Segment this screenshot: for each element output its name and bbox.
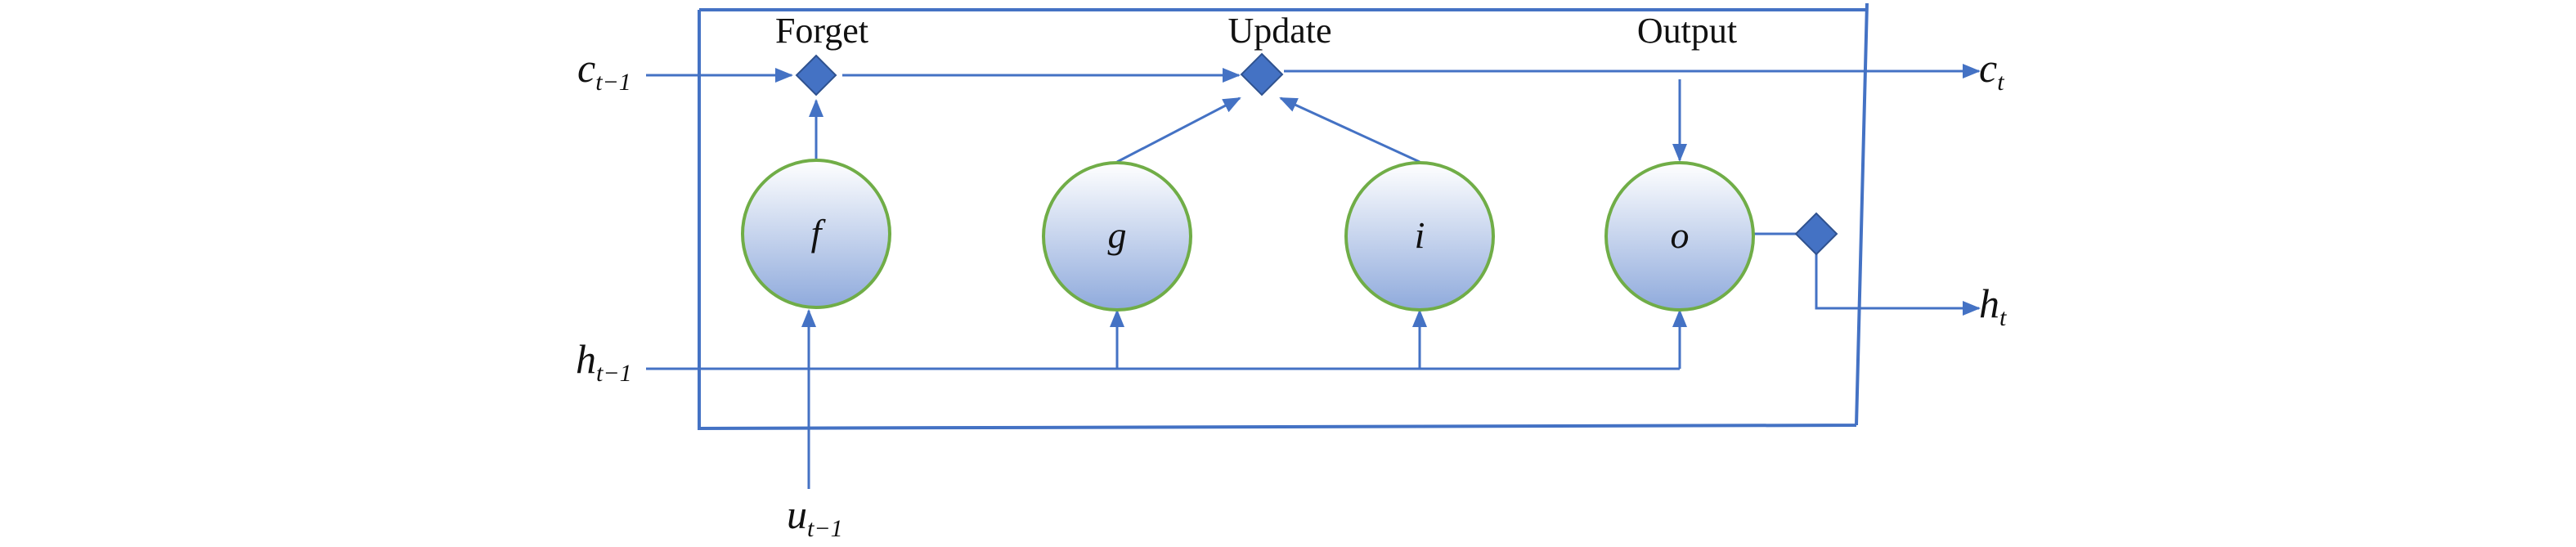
update-header: Update (1227, 11, 1331, 51)
gate-f-circle (741, 159, 891, 309)
output-header: Output (1637, 11, 1737, 51)
gate-g-circle (1042, 161, 1192, 312)
gate-i-label: i (1415, 214, 1425, 256)
gate-g-label: g (1108, 214, 1127, 256)
u-prev-label: ut−1 (787, 491, 843, 542)
h-next-label: ht (1979, 280, 2007, 331)
c-next-label: ct (1979, 45, 2004, 96)
gate-i-circle (1344, 161, 1495, 312)
c-prev-label: ct−1 (577, 45, 631, 96)
h-prev-label: ht−1 (576, 336, 632, 387)
cell-boundary (698, 2, 1869, 431)
gate-o-circle (1604, 161, 1755, 312)
i-to-update-arrow (1279, 96, 1420, 164)
update-diamond (1240, 52, 1284, 96)
diamond-to-h-next-arrow (1815, 254, 1981, 316)
gate-o-label: o (1671, 214, 1690, 256)
forget-header: Forget (775, 11, 868, 51)
g-to-update-arrow (1116, 96, 1241, 164)
output-diamond (1794, 212, 1838, 256)
forget-diamond (795, 54, 837, 96)
